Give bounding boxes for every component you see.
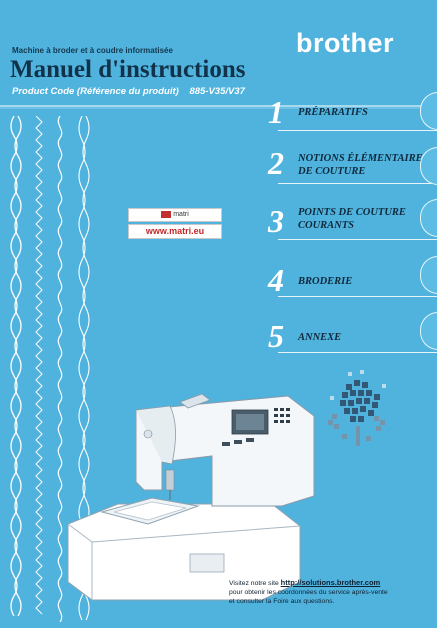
chapter-4[interactable]: 4 BRODERIE bbox=[268, 256, 437, 302]
chapter-number: 3 bbox=[268, 203, 284, 239]
product-code-value: 885-V35/V37 bbox=[189, 86, 245, 97]
ad-logo[interactable]: matri bbox=[128, 208, 222, 222]
sewing-machine-image bbox=[67, 393, 315, 601]
chapter-number: 5 bbox=[268, 318, 284, 354]
chapter-label: PRÉPARATIFS bbox=[298, 107, 368, 118]
lace-decoration bbox=[10, 116, 90, 622]
chapter-tab bbox=[420, 92, 437, 130]
chapter-rule bbox=[278, 352, 437, 353]
footer-line3: et consulter la Foire aux questions. bbox=[229, 598, 335, 605]
product-code-label: Product Code (Référence du produit) bbox=[12, 86, 179, 97]
page-title: Manuel d'instructions bbox=[10, 56, 246, 83]
chapter-label: NOTIONS ÉLÉMENTAIRES DE COUTURE bbox=[298, 152, 428, 178]
chapter-5[interactable]: 5 ANNEXE bbox=[268, 312, 437, 358]
matri-logo-icon bbox=[161, 210, 172, 218]
chapter-label-line2: COURANTS bbox=[298, 220, 355, 231]
chapter-rule bbox=[278, 130, 437, 131]
ad-logo-text: matri bbox=[173, 211, 189, 218]
footer-line2: pour obtenir les coordonnées du service … bbox=[229, 589, 388, 596]
chapter-2[interactable]: 2 NOTIONS ÉLÉMENTAIRES DE COUTURE bbox=[268, 145, 437, 185]
footer-url-link[interactable]: http://solutions.brother.com bbox=[280, 578, 381, 587]
chapter-rule bbox=[278, 296, 437, 297]
chapter-rule bbox=[278, 239, 437, 240]
chapter-label: POINTS DE COUTURE COURANTS bbox=[298, 206, 406, 232]
chapter-label: BRODERIE bbox=[298, 276, 353, 287]
chapter-label-line1: NOTIONS ÉLÉMENTAIRES bbox=[298, 153, 429, 164]
header-divider bbox=[0, 105, 437, 109]
chapter-number: 1 bbox=[268, 94, 284, 130]
chapter-rule bbox=[278, 183, 437, 184]
product-code: Product Code (Référence du produit) 885-… bbox=[12, 86, 245, 97]
chapter-number: 4 bbox=[268, 262, 284, 298]
chapter-label-line1: POINTS DE COUTURE bbox=[298, 207, 406, 218]
chapter-1[interactable]: 1 PRÉPARATIFS bbox=[268, 92, 437, 134]
chapter-tab bbox=[420, 199, 437, 237]
chapter-label-line2: DE COUTURE bbox=[298, 166, 366, 177]
subtitle: Machine à broder et à coudre informatisé… bbox=[12, 46, 173, 55]
chapter-tab bbox=[420, 312, 437, 350]
chapter-tab bbox=[420, 256, 437, 294]
ad-url-link[interactable]: www.matri.eu bbox=[128, 224, 222, 239]
footer-visit-text: Visitez notre site bbox=[229, 580, 279, 587]
chapter-3[interactable]: 3 POINTS DE COUTURE COURANTS bbox=[268, 199, 437, 243]
brand-logo: brother bbox=[296, 28, 394, 58]
rose-embroidery-image bbox=[328, 370, 386, 446]
footer-text: Visitez notre site http://solutions.brot… bbox=[229, 578, 429, 606]
footer-line1: Visitez notre site http://solutions.brot… bbox=[229, 578, 429, 588]
chapter-label: ANNEXE bbox=[298, 332, 342, 343]
chapter-number: 2 bbox=[268, 145, 284, 181]
